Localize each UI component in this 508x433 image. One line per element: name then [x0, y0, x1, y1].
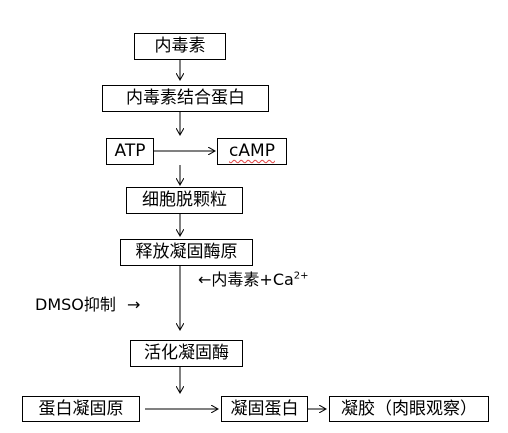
node-activated-clotting-enzyme-label: 活化凝固酶	[144, 343, 229, 363]
node-cell-degranulation-label: 细胞脱颗粒	[142, 190, 227, 210]
node-camp: cAMP	[217, 138, 287, 165]
annotation-endotoxin-ca: ←内毒素+Ca2+	[198, 270, 309, 289]
annotation-endotoxin-ca-text: 内毒素+Ca	[211, 270, 294, 289]
node-atp-label: ATP	[114, 141, 146, 161]
node-endotoxin-label: 内毒素	[154, 36, 206, 56]
node-coagulin: 凝固蛋白	[221, 396, 308, 422]
node-endotoxin-binding-protein: 内毒素结合蛋白	[102, 85, 269, 112]
node-endotoxin: 内毒素	[134, 33, 226, 60]
annotation-dmso-arrow: →	[126, 295, 141, 314]
annotation-dmso-text: DMSO抑制	[35, 295, 116, 314]
node-camp-label: cAMP	[229, 141, 275, 161]
annotation-endotoxin-ca-arrow: ←	[198, 270, 212, 289]
node-coagulin-label: 凝固蛋白	[230, 398, 299, 419]
node-release-coagulogen-enzyme: 释放凝固酶原	[120, 239, 253, 266]
node-coagulogen-label: 蛋白凝固原	[38, 398, 124, 419]
node-atp: ATP	[106, 138, 154, 165]
annotation-endotoxin-ca-superscript: 2+	[293, 270, 309, 282]
node-endotoxin-binding-protein-label: 内毒素结合蛋白	[126, 88, 245, 108]
node-activated-clotting-enzyme: 活化凝固酶	[130, 340, 243, 367]
node-gel-label: 凝胶（肉眼观察）	[341, 398, 477, 419]
annotation-dmso-inhibit: DMSO抑制 →	[35, 297, 140, 313]
node-gel: 凝胶（肉眼观察）	[329, 396, 489, 422]
node-coagulogen: 蛋白凝固原	[22, 396, 140, 422]
node-cell-degranulation: 细胞脱颗粒	[126, 187, 243, 214]
node-release-coagulogen-enzyme-label: 释放凝固酶原	[135, 242, 238, 262]
